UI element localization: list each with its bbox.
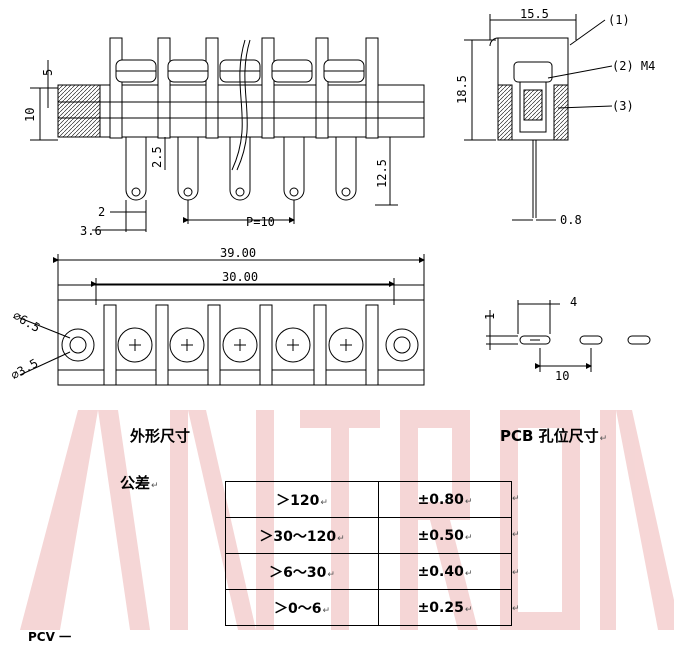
paragraph-mark: ↵ [151, 481, 159, 491]
paragraph-mark: ↵ [512, 530, 520, 540]
dim-front-5: 5 [41, 69, 55, 76]
dim-side-0-8: 0.8 [560, 213, 582, 227]
paragraph-mark: ↵ [512, 494, 520, 504]
outline-title: 外形尺寸 [130, 427, 191, 445]
side-view [464, 14, 613, 221]
table-row: ＞120↵ ±0.80↵ [225, 481, 512, 518]
dim-front-2: 2 [98, 205, 105, 219]
dim-pcb-1: 1 [483, 313, 497, 320]
dim-front-2-5: 2.5 [150, 146, 164, 168]
pcb-title: PCB 孔位尺寸↵ [500, 427, 608, 445]
dim-front-12-5: 12.5 [375, 159, 389, 188]
paragraph-mark: ↵ [512, 568, 520, 578]
paragraph-mark: ↵ [599, 434, 608, 444]
range-cell: ＞0～6↵ [225, 589, 379, 626]
dim-top-hole-large: ∅6.5 [11, 308, 43, 335]
table-row: ＞30～120↵ ±0.50↵ [225, 517, 512, 554]
dim-side-15-5: 15.5 [520, 7, 549, 21]
pcb-view [486, 300, 651, 372]
range-cell: ＞120↵ [225, 481, 379, 518]
range-cell: ＞6～30↵ [225, 553, 379, 590]
dim-pcb-10: 10 [555, 369, 569, 383]
top-view [19, 254, 425, 386]
callout-1: (1) [608, 13, 630, 27]
tolerance-cell: ±0.80↵ [378, 481, 512, 518]
table-row: ＞6～30↵ ±0.40↵ [225, 553, 512, 590]
screw-heads [115, 59, 365, 83]
tolerance-table: ＞120↵ ±0.80↵ ＞30～120↵ ±0.50↵ ＞6～30↵ ±0.4… [225, 481, 512, 626]
dim-front-pitch: P=10 [246, 215, 275, 229]
paragraph-mark: ↵ [512, 604, 520, 614]
dim-front-10: 10 [23, 108, 37, 122]
front-view [30, 37, 425, 232]
tolerance-cell: ±0.40↵ [378, 553, 512, 590]
tolerance-title: 公差↵ [120, 474, 159, 492]
callout-3: (3) [612, 99, 634, 113]
table-row: ＞0～6↵ ±0.25↵ [225, 589, 512, 626]
top-screws [117, 327, 364, 363]
tolerance-cell: ±0.25↵ [378, 589, 512, 626]
range-cell: ＞30～120↵ [225, 517, 379, 554]
dim-top-hole-small: ∅3.5 [9, 356, 41, 383]
dim-top-30: 30.00 [222, 270, 258, 284]
dim-top-39: 39.00 [220, 246, 256, 260]
dim-pcb-4: 4 [570, 295, 577, 309]
dim-front-3-6: 3.6 [80, 224, 102, 238]
callout-2: (2) M4 [612, 59, 655, 73]
tolerance-cell: ±0.50↵ [378, 517, 512, 554]
dim-side-18-5: 18.5 [455, 75, 469, 104]
technical-drawing: 5 10 2.5 12.5 2 3.6 P=10 [9, 7, 655, 386]
